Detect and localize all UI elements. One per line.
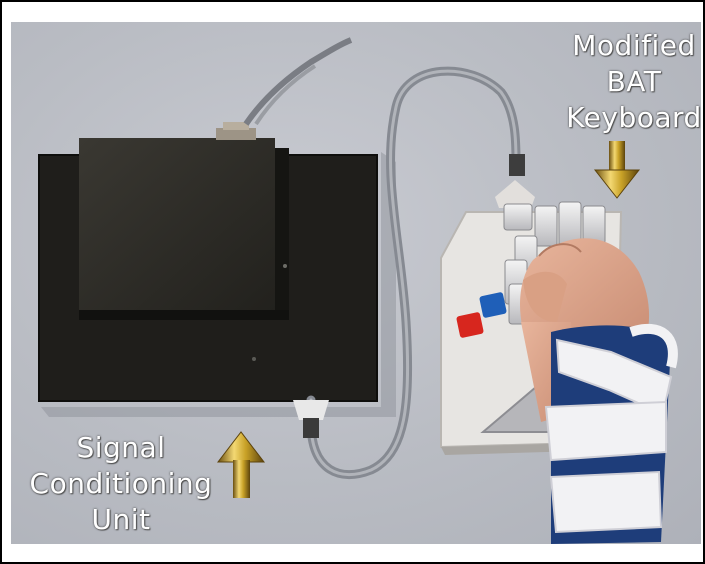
box-strain-relief bbox=[293, 400, 329, 420]
red-button bbox=[456, 312, 484, 338]
signal-unit-top-box bbox=[79, 138, 275, 312]
blue-button bbox=[479, 292, 507, 318]
signal-unit-label: Signal Conditioning Unit bbox=[11, 430, 231, 538]
arrow-down-icon bbox=[593, 141, 641, 199]
device-photo: Modified BAT Keyboard Signal Conditionin… bbox=[11, 22, 701, 544]
keyboard-label-line-2: BAT bbox=[606, 65, 662, 98]
signal-label-line-3: Unit bbox=[91, 503, 151, 536]
arrow-up-icon bbox=[216, 431, 266, 498]
cable-top bbox=[243, 37, 353, 126]
top-connector bbox=[216, 128, 256, 140]
photo-illustration bbox=[38, 37, 678, 544]
keyboard-label-line-1: Modified bbox=[572, 29, 696, 62]
signal-label-line-2: Conditioning bbox=[29, 467, 213, 500]
wrist-splint bbox=[544, 323, 678, 544]
signal-label-line-1: Signal bbox=[76, 431, 166, 464]
keyboard-label: Modified BAT Keyboard bbox=[559, 28, 701, 136]
keyboard-connector bbox=[509, 154, 525, 176]
keyboard-label-line-3: Keyboard bbox=[566, 101, 701, 134]
